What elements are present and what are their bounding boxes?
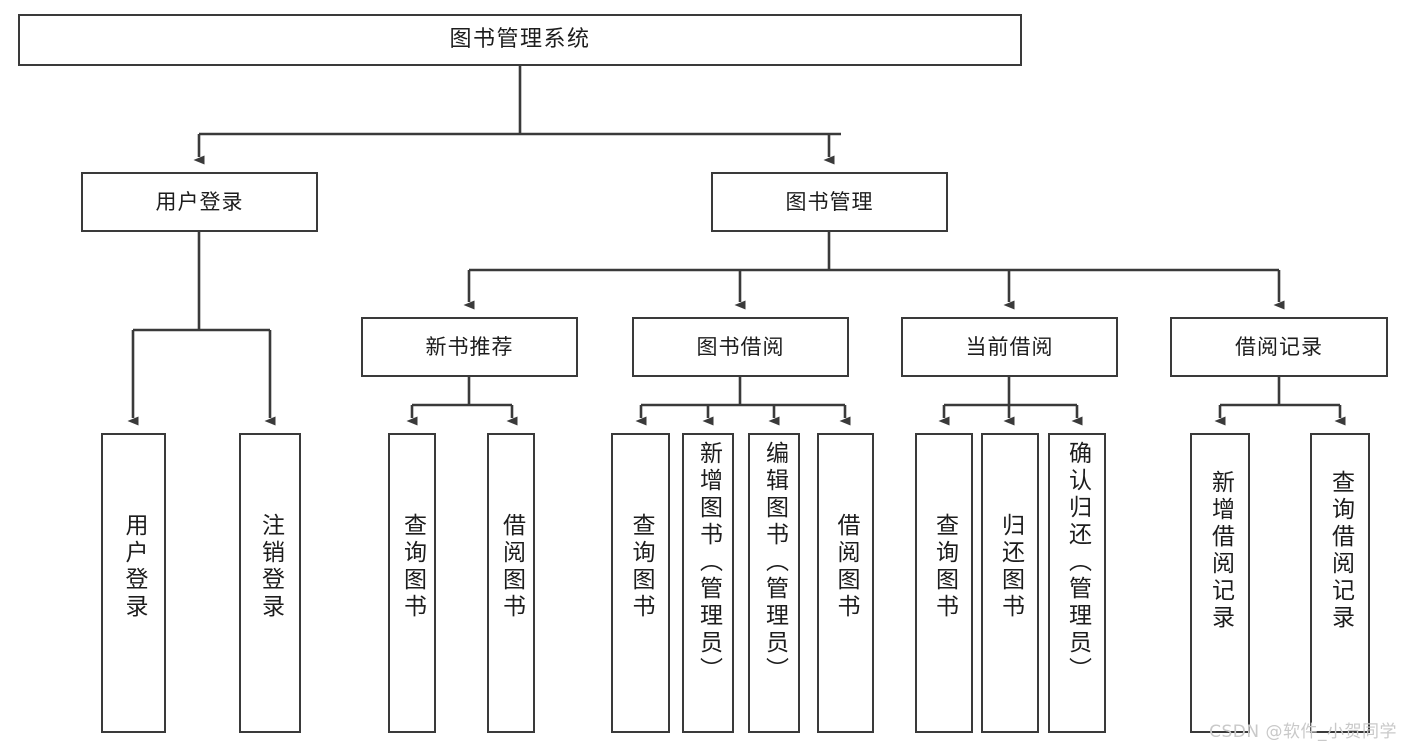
node-label: 新书推荐 (425, 334, 514, 359)
leaf-borrow-edit-book-admin[interactable]: 编辑图书（管理员） (748, 433, 800, 733)
leaf-borrow-borrow-book[interactable]: 借阅图书 (817, 433, 874, 733)
leaf-logout[interactable]: 注销登录 (239, 433, 301, 733)
node-label: 图书管理 (785, 189, 874, 214)
node-label: 借阅记录 (1235, 334, 1323, 359)
node-label: 归还图书 (997, 513, 1024, 621)
leaf-record-query-record[interactable]: 查询借阅记录 (1310, 433, 1370, 733)
node-label: 新增图书（管理员） (695, 441, 722, 684)
node-label: 查询借阅记录 (1327, 470, 1354, 632)
node-label: 编辑图书（管理员） (761, 441, 788, 684)
node-label: 用户登录 (155, 189, 244, 214)
leaf-newbook-borrow-book[interactable]: 借阅图书 (487, 433, 535, 733)
node-label: 确认归还（管理员） (1064, 441, 1091, 684)
leaf-record-add-record[interactable]: 新增借阅记录 (1190, 433, 1250, 733)
leaf-borrow-add-book-admin[interactable]: 新增图书（管理员） (682, 433, 734, 733)
leaf-current-return-book[interactable]: 归还图书 (981, 433, 1039, 733)
leaf-user-login[interactable]: 用户登录 (101, 433, 166, 733)
node-book-borrow[interactable]: 图书借阅 (632, 317, 849, 377)
node-label: 用户登录 (121, 513, 147, 621)
node-label: 借阅图书 (833, 513, 859, 621)
node-label: 图书管理系统 (449, 27, 591, 53)
node-label: 当前借阅 (965, 334, 1054, 359)
node-label: 新增借阅记录 (1207, 470, 1234, 632)
node-label: 查询图书 (399, 513, 426, 621)
node-book-manage[interactable]: 图书管理 (711, 172, 948, 232)
node-new-book-recommend[interactable]: 新书推荐 (361, 317, 578, 377)
node-root-system[interactable]: 图书管理系统 (18, 14, 1022, 66)
node-label: 借阅图书 (498, 513, 525, 621)
leaf-borrow-query-book[interactable]: 查询图书 (611, 433, 670, 733)
leaf-current-confirm-return-admin[interactable]: 确认归还（管理员） (1048, 433, 1106, 733)
node-label: 注销登录 (257, 513, 284, 621)
node-user-login[interactable]: 用户登录 (81, 172, 318, 232)
node-label: 查询图书 (931, 513, 958, 621)
leaf-newbook-query-book[interactable]: 查询图书 (388, 433, 436, 733)
node-label: 查询图书 (628, 513, 654, 621)
leaf-current-query-book[interactable]: 查询图书 (915, 433, 973, 733)
node-borrow-record[interactable]: 借阅记录 (1170, 317, 1388, 377)
node-label: 图书借阅 (696, 334, 785, 359)
node-current-borrow[interactable]: 当前借阅 (901, 317, 1118, 377)
